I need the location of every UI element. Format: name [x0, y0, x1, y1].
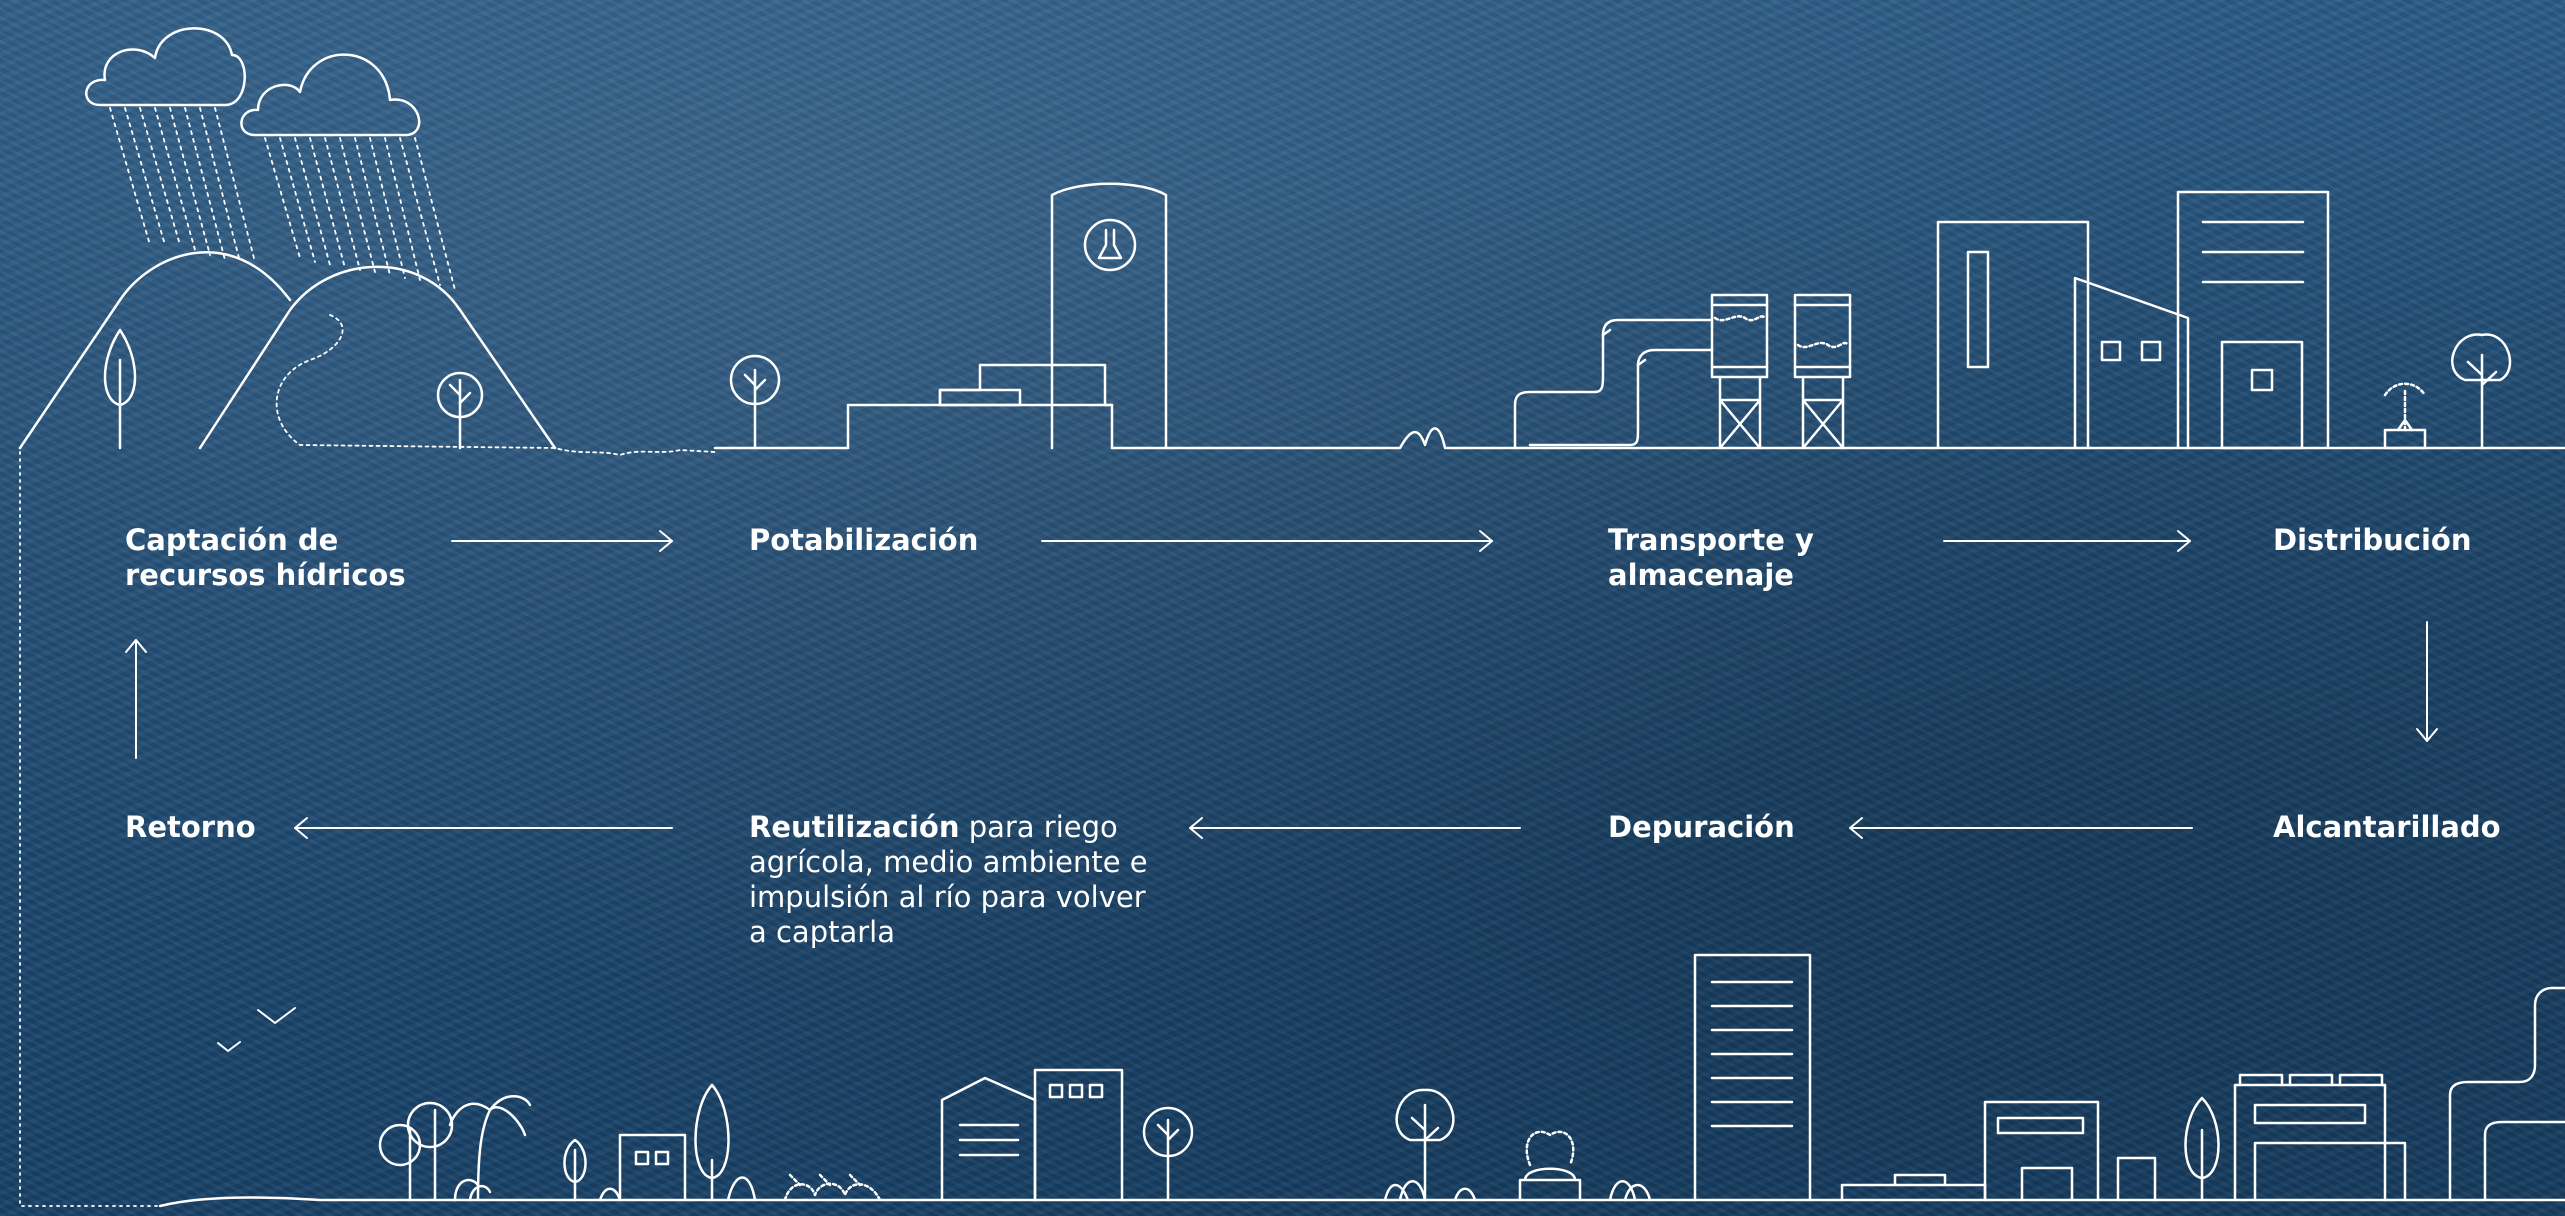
step-alcantarillado: Alcantarillado [2273, 810, 2501, 845]
arrow-left-icon [1190, 818, 1520, 838]
step-captacion-label: Captación de recursos hídricos [125, 523, 406, 592]
fountain-icon [2385, 384, 2425, 448]
tree-icon [105, 330, 135, 448]
step-reutilizacion-description: para riego agrícola, medio ambiente e im… [749, 810, 1148, 949]
step-transporte-label: Transporte y almacenaje [1608, 523, 1814, 592]
arrow-left-icon [1850, 818, 2192, 838]
park-scene [380, 1085, 880, 1200]
arrow-down-icon [2417, 622, 2437, 741]
bush-icon [600, 1178, 755, 1201]
depuradora-scene [1842, 988, 2565, 1200]
step-captacion: Captación de recursos hídricos [125, 523, 435, 593]
step-retorno-label: Retorno [125, 810, 256, 844]
river-icon [277, 315, 715, 455]
potabilizacion-scene [731, 184, 1166, 448]
mountain-icon [20, 252, 290, 448]
fountain-icon [1520, 1132, 1580, 1200]
step-retorno: Retorno [125, 810, 256, 845]
captacion-scene [20, 28, 715, 455]
tree-icon [696, 1085, 729, 1200]
step-alcantarillado-label: Alcantarillado [2273, 810, 2501, 844]
step-depuracion: Depuración [1608, 810, 1795, 845]
house-icon [620, 1135, 685, 1200]
step-transporte: Transporte y almacenaje [1608, 523, 1838, 593]
rain-icon [110, 108, 455, 290]
treatment-plant-building [940, 184, 1166, 448]
tree-icon [438, 373, 482, 448]
plant-building-icon [1985, 1102, 2098, 1200]
pipe-icon [2485, 1122, 2565, 1200]
step-depuracion-label: Depuración [1608, 810, 1795, 844]
arrow-up-icon [126, 640, 146, 758]
step-reutilizacion: Reutilización para riego agrícola, medio… [749, 810, 1159, 950]
return-path-line [20, 452, 160, 1206]
transporte-scene [1515, 295, 1850, 448]
building-icon [1035, 1070, 1122, 1200]
step-distribucion-label: Distribución [2273, 523, 2472, 557]
birds-icon [218, 1008, 295, 1051]
flow-arrows [126, 531, 2437, 838]
pipe-icon [1530, 350, 1712, 445]
tree-icon [380, 1103, 452, 1200]
pipe-icon [2450, 988, 2565, 1200]
cloud-icon [241, 55, 419, 135]
tree-icon [731, 356, 779, 448]
water-tank-icon [1712, 295, 1767, 448]
tree-icon [1397, 1090, 1454, 1200]
building-icon [1938, 192, 2328, 448]
town-scene [942, 955, 1810, 1200]
pipe-icon [1515, 320, 1712, 448]
tree-icon [564, 1140, 585, 1200]
arrow-right-icon [452, 531, 672, 551]
mountain-icon [200, 267, 555, 448]
arrow-right-icon [1944, 531, 2190, 551]
step-distribucion: Distribución [2273, 523, 2471, 558]
tree-icon [1144, 1108, 1192, 1200]
cloud-icon [86, 28, 244, 105]
tree-icon [2186, 1098, 2219, 1200]
step-reutilizacion-label: Reutilización [749, 810, 960, 844]
distribucion-scene [1938, 192, 2510, 448]
step-potabilizacion: Potabilización [749, 523, 978, 558]
plant-building-icon [1842, 1175, 1985, 1200]
water-tank-icon [1795, 295, 1850, 448]
step-potabilizacion-label: Potabilización [749, 523, 979, 557]
arrow-right-icon [1042, 531, 1492, 551]
flask-icon [1085, 220, 1135, 270]
palm-tree-icon [450, 1096, 530, 1200]
ground-line [715, 405, 2565, 448]
ground-line [160, 1198, 2565, 1206]
arrow-left-icon [295, 818, 672, 838]
tower-building-icon [1695, 955, 1810, 1200]
tree-icon [2452, 335, 2510, 448]
hedge-icon [785, 1175, 880, 1200]
